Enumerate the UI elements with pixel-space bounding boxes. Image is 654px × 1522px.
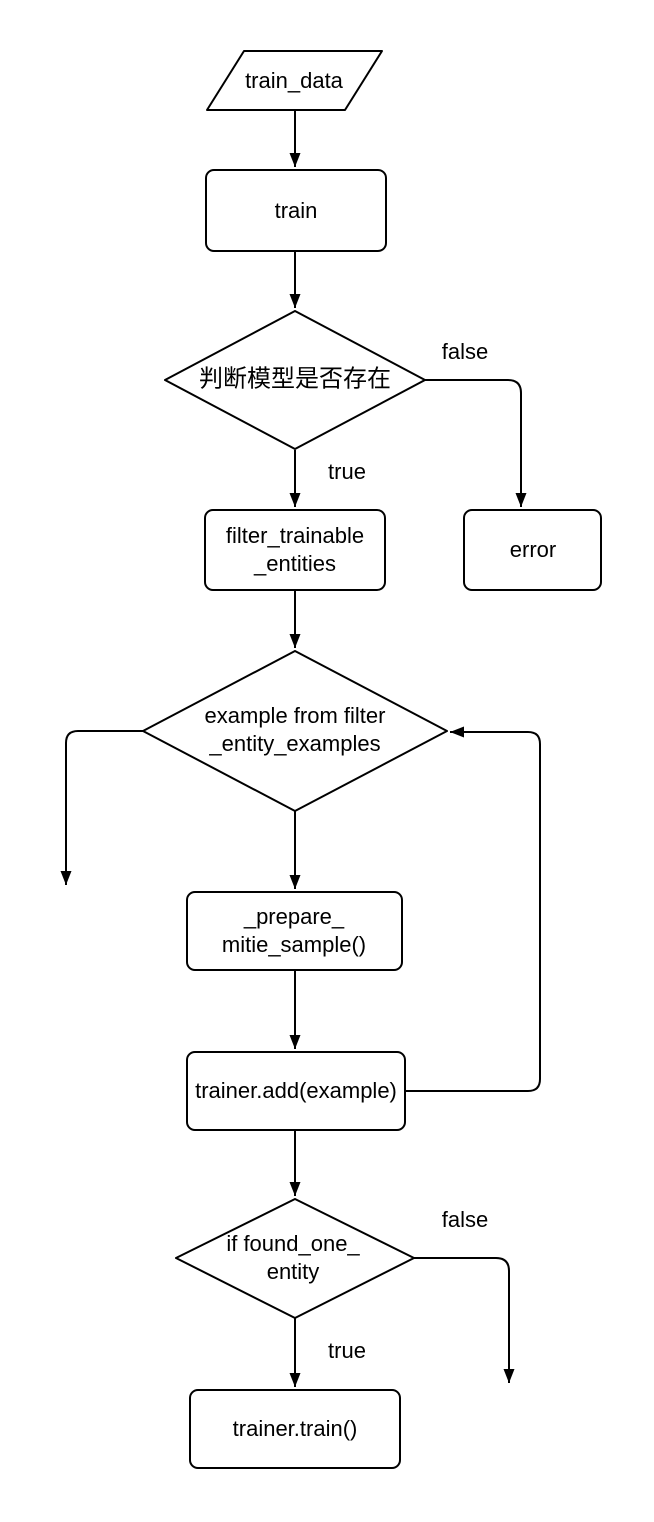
node-error-label: error xyxy=(509,536,557,562)
node-trainer-add-label: trainer.add(example) xyxy=(195,1077,397,1103)
node-decision-found-one-entity-shape xyxy=(175,1198,415,1319)
edge-decision3-false-exit xyxy=(413,1257,515,1383)
node-error-shape xyxy=(463,509,602,591)
edge-label-found-one-true: true xyxy=(328,1338,366,1363)
node-trainer-train-shape xyxy=(189,1389,401,1469)
node-decision-found-one-entity-label: if found_one_ entity xyxy=(226,1230,360,1284)
node-filter-trainable-entities-label: filter_trainable _entities xyxy=(225,522,365,576)
node-decision-model-exists-shape xyxy=(164,310,426,450)
node-decision-example-loop-shape xyxy=(142,650,448,812)
edge-traineradd-loop-to-decision2 xyxy=(405,726,541,1092)
node-train-data-label: train_data xyxy=(245,67,343,93)
edge-label-model-exists-true: true xyxy=(328,459,366,484)
node-train-data-shape xyxy=(206,50,383,111)
node-trainer-add-shape xyxy=(186,1051,406,1131)
node-train-shape xyxy=(205,169,387,252)
node-prepare-mitie-sample-label: _prepare_ mitie_sample() xyxy=(221,903,367,957)
node-train-label: train xyxy=(274,197,318,223)
node-filter-trainable-entities-shape xyxy=(204,509,386,591)
edge-decision2-left-exit xyxy=(60,730,143,885)
edge-label-found-one-false: false xyxy=(441,1207,489,1232)
edge-label-model-exists-false: false xyxy=(441,339,489,364)
node-trainer-train-label: trainer.train() xyxy=(232,1415,358,1441)
edge-decision1-false-to-error xyxy=(425,379,527,507)
node-prepare-mitie-sample-shape xyxy=(186,891,403,971)
node-decision-example-loop-label: example from filter _entity_examples xyxy=(204,702,386,756)
node-decision-model-exists-label: 判断模型是否存在 xyxy=(199,365,391,393)
